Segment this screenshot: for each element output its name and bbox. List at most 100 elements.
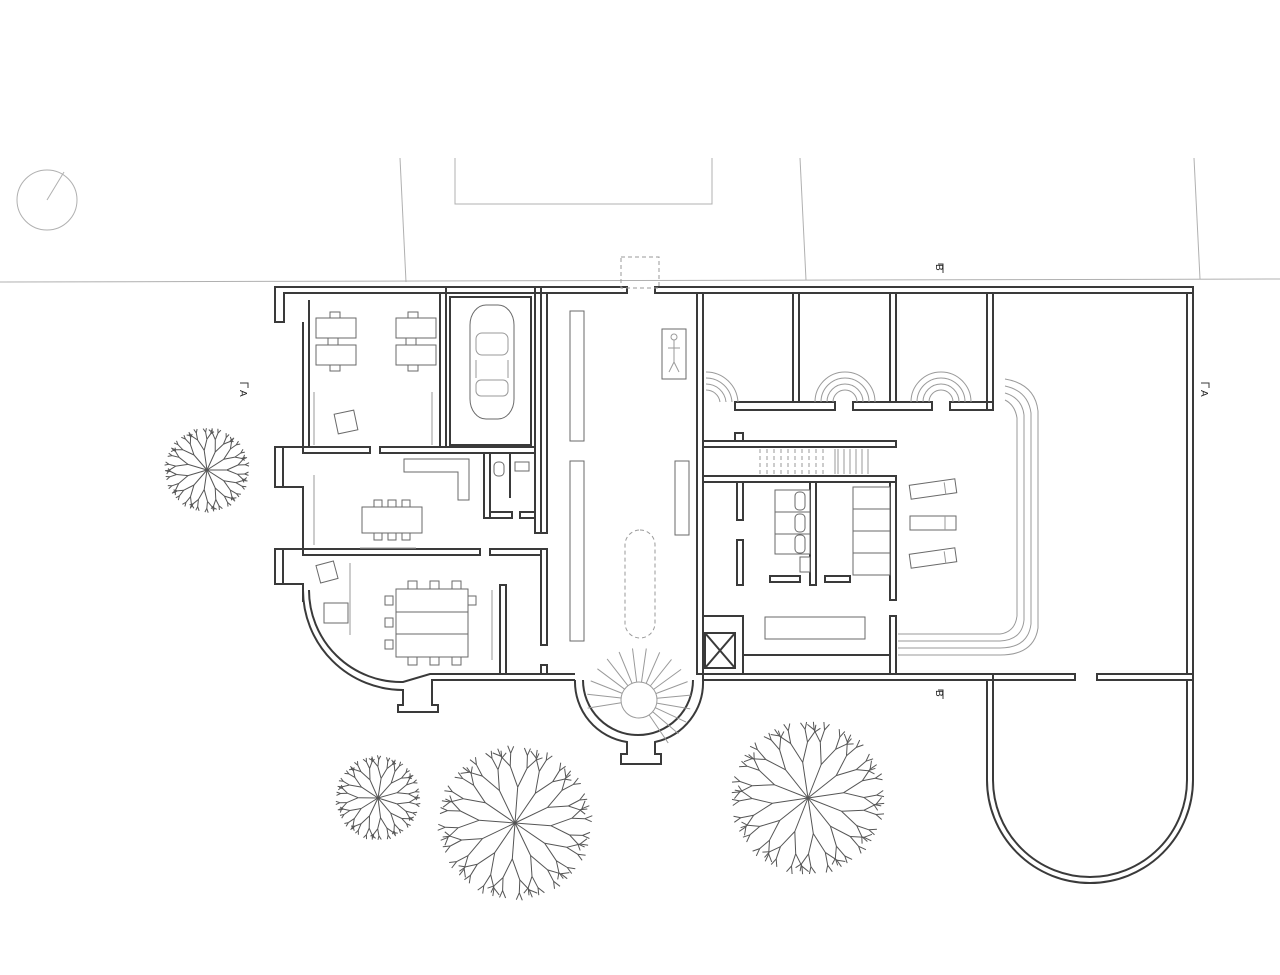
wall-office-bottom-2: [379, 446, 536, 454]
desk: [395, 317, 437, 339]
chair: [384, 595, 394, 606]
wall-office-bottom: [302, 446, 371, 454]
arch-icon: [814, 371, 876, 403]
wall-change-bottom: [769, 575, 801, 583]
sun-loungers: [908, 478, 958, 569]
wall-cells-bottom: [734, 401, 836, 411]
wall-wc-bottom: [489, 511, 513, 519]
wall-lift: [703, 615, 744, 675]
wall-hall-left-low: [540, 548, 548, 646]
person-icon: [668, 333, 680, 373]
wall-left: [274, 322, 304, 602]
chair: [451, 656, 462, 666]
meeting-table: [395, 611, 469, 635]
neighbour-outline: [454, 158, 713, 205]
wall-garage-top: [445, 286, 536, 294]
sink-icon: [799, 556, 811, 573]
long-bench: [569, 460, 585, 642]
wall-change-left: [736, 481, 744, 521]
wall-bottom-right3: [1096, 673, 1194, 681]
wall-curved-bay-inner: [308, 589, 575, 684]
tree-icon: [731, 721, 885, 875]
wall-corridor-top: [702, 440, 897, 448]
armchair: [333, 409, 359, 435]
toilet-icon: [794, 534, 806, 554]
chair: [407, 364, 419, 372]
wall-meeting-right: [499, 584, 507, 675]
side-table: [323, 602, 349, 624]
wall-stair-rotunda: [573, 679, 705, 765]
wall-bottom-right2: [993, 673, 1076, 681]
wall-change-mid: [809, 481, 817, 586]
lounger-icon: [909, 515, 957, 531]
wall-hall-left: [540, 292, 548, 534]
desk: [315, 344, 357, 366]
section-b-top-label: B: [933, 264, 944, 271]
stair-tread: [656, 702, 691, 710]
toilet-icon: [794, 491, 806, 511]
armchair: [315, 560, 339, 584]
terrace-apse-outer: [986, 680, 1194, 884]
wall-left-inner: [308, 300, 310, 447]
wall-office-right: [439, 293, 447, 448]
stair-tread: [653, 668, 682, 690]
stair-tread: [587, 693, 622, 699]
lift-icon: [704, 632, 736, 669]
changing-room-fixtures: [774, 486, 891, 576]
hall-features: [569, 310, 687, 642]
wall-bottom-right: [702, 673, 994, 681]
stair-tread: [590, 680, 623, 694]
kitchen-counter: [403, 458, 470, 501]
sink-icon: [514, 461, 530, 472]
shower-cubicle: [852, 486, 891, 510]
chair: [407, 311, 419, 319]
stair-tread: [655, 707, 687, 723]
stair-tread: [587, 702, 622, 709]
section-mark-a-right: A: [1198, 382, 1210, 397]
chair: [387, 499, 397, 508]
meeting-table: [395, 588, 469, 613]
wall-change-right: [889, 481, 897, 601]
long-bench: [569, 310, 585, 442]
entrance-canopy: [620, 256, 660, 289]
chair: [384, 617, 394, 628]
wall-cells-bottom-2: [852, 401, 933, 411]
wall-top-right: [654, 286, 1194, 294]
section-a-right-label: A: [1198, 390, 1209, 397]
rug-outline: [624, 529, 656, 639]
chair: [407, 656, 418, 666]
wall-top-left: [274, 286, 447, 323]
section-mark-b-top: B: [933, 263, 944, 273]
stair-tread: [649, 659, 672, 687]
pool-track-lines: [898, 378, 1039, 656]
corridor-stair-icon: [759, 449, 869, 474]
stair-tread: [597, 668, 625, 690]
chair: [373, 532, 383, 541]
buttress: [274, 548, 284, 585]
chair: [384, 639, 394, 650]
chair: [429, 580, 440, 590]
section-b-bottom-label: B: [933, 690, 944, 697]
buttress: [274, 446, 284, 488]
stair-tread: [632, 648, 638, 683]
lounger-icon: [908, 547, 958, 569]
terrace-apse-inner: [992, 680, 1188, 878]
lounge-furniture: [313, 458, 530, 549]
site-boundary-line: [0, 278, 1280, 283]
toilet-icon: [493, 461, 505, 477]
wall-cells-bottom-3: [949, 401, 994, 411]
wall-curved-bay-outer: [302, 589, 575, 713]
wall-wc-bottom-2: [519, 511, 536, 519]
stair-tread: [645, 652, 661, 684]
north-arrow-circle: [16, 169, 78, 231]
interior-walls: [302, 286, 994, 675]
trees: [164, 428, 885, 901]
lounger-icon: [908, 478, 958, 500]
chair: [387, 532, 397, 541]
desk: [395, 344, 437, 366]
wall-cell-divider: [889, 292, 897, 403]
arch-icon: [910, 371, 972, 403]
wall-meeting-top-2: [489, 548, 542, 556]
chair: [429, 656, 440, 666]
north-arrow-icon: [46, 171, 65, 201]
